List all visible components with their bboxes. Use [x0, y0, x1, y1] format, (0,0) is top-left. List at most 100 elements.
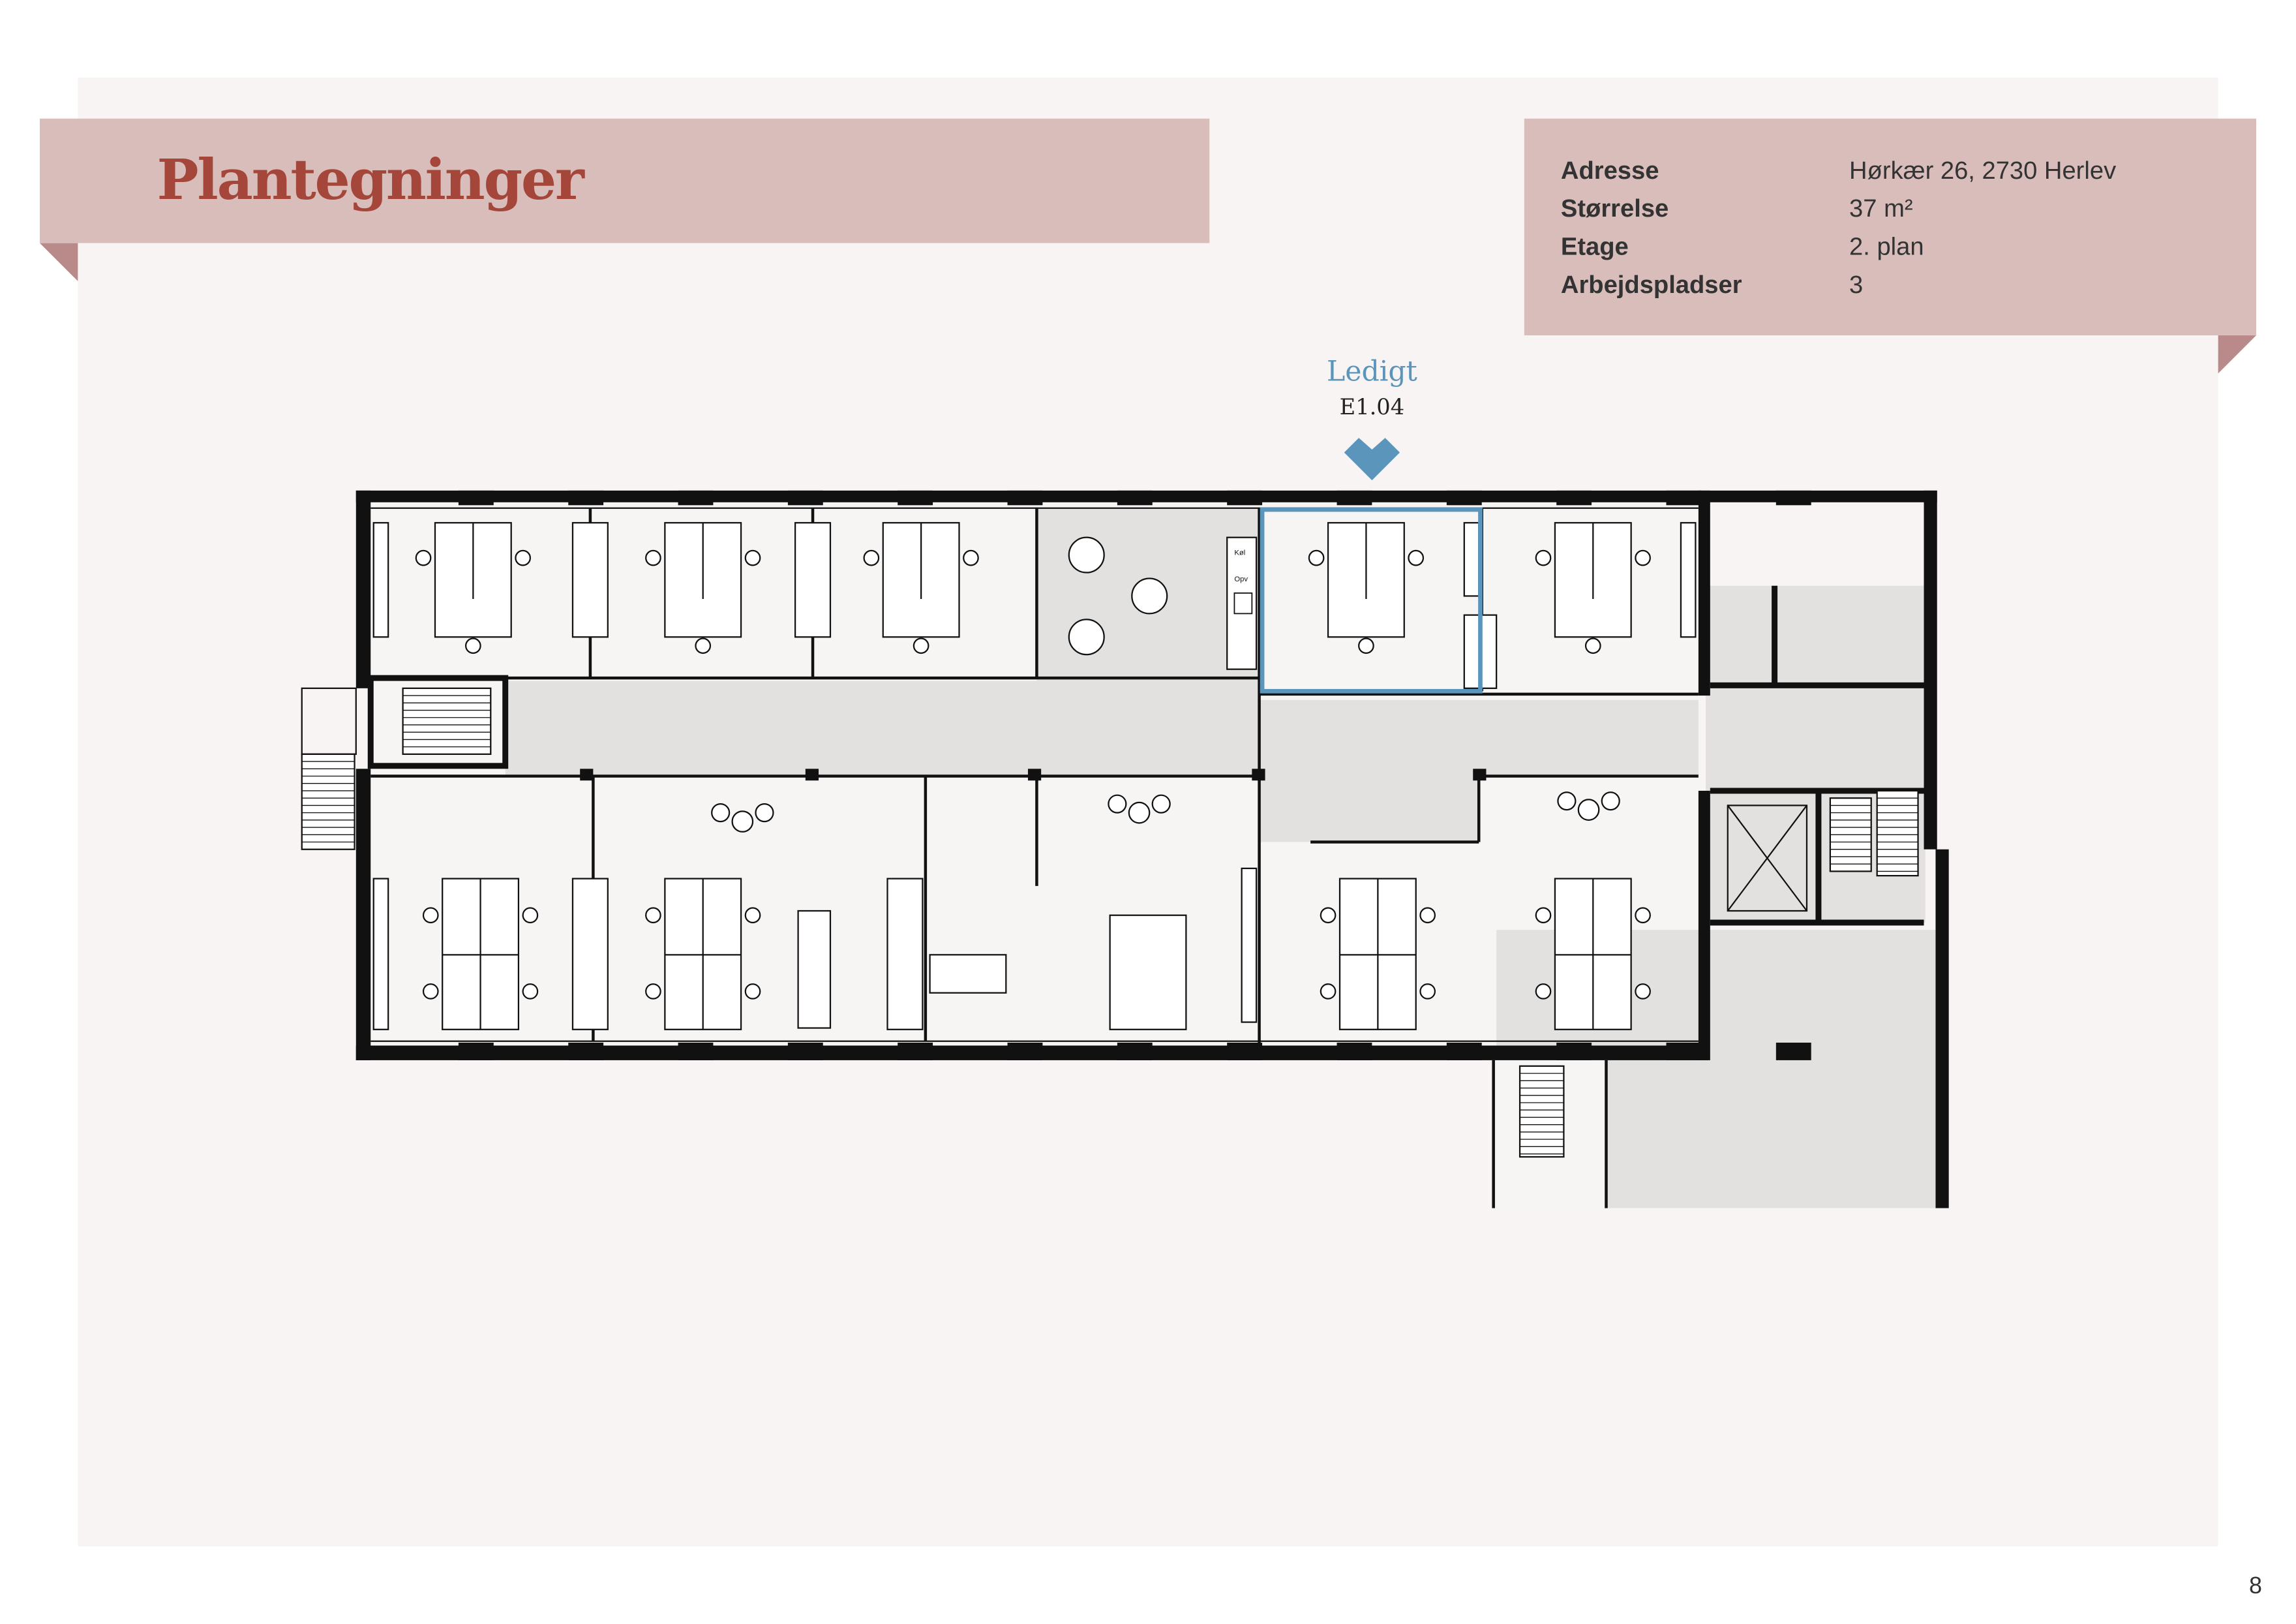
column [1252, 769, 1265, 781]
shelf [571, 522, 609, 638]
reception-desk [929, 954, 1007, 994]
corridor [1259, 776, 1479, 842]
chair [695, 637, 712, 654]
chair [744, 983, 761, 1000]
pillar [787, 490, 823, 506]
info-label-address: Adresse [1561, 157, 1659, 185]
chair [1320, 983, 1337, 1000]
pillar [568, 1042, 604, 1060]
chair [645, 983, 661, 1000]
chair [422, 983, 439, 1000]
status-label: Ledigt [1327, 356, 1417, 388]
info-label-floor: Etage [1561, 233, 1629, 261]
corridor [505, 681, 1260, 776]
column [580, 769, 594, 781]
elevator [1727, 804, 1808, 912]
page-title: Plantegninger [157, 147, 585, 213]
round-table [1131, 577, 1168, 615]
chair [1635, 907, 1651, 924]
pillar [1007, 1042, 1043, 1060]
stair-wall [367, 675, 509, 769]
pillar [898, 490, 933, 506]
chair [1635, 549, 1651, 566]
fridge-label: Køl [1234, 549, 1245, 557]
pillar [1666, 1042, 1702, 1060]
chair [1535, 549, 1552, 566]
lounge-table [731, 810, 754, 833]
shelf [372, 522, 389, 638]
sink-icon [1233, 592, 1253, 615]
shelf [571, 878, 609, 1030]
chair [522, 983, 539, 1000]
title-banner: Plantegninger [40, 118, 1210, 281]
lounge-chair [1108, 794, 1127, 814]
pillar [1666, 490, 1702, 506]
chair [1635, 983, 1651, 1000]
chair [863, 549, 880, 566]
lounge-chair [711, 803, 731, 823]
pillar [1227, 490, 1263, 506]
pillar [568, 490, 604, 506]
highlighted-unit-e104[interactable] [1260, 507, 1483, 694]
pillar [1556, 490, 1592, 506]
chair [1584, 637, 1601, 654]
shelf [1241, 867, 1258, 1023]
info-box: Adresse Hørkær 26, 2730 Herlev Størrelse… [1524, 118, 2256, 374]
lounge-table [1128, 801, 1151, 824]
corridor [1259, 699, 1699, 776]
info-value-workspaces: 3 [1849, 271, 1863, 299]
pillar [1117, 490, 1153, 506]
chair [415, 549, 432, 566]
info-label-workspaces: Arbejdspladser [1561, 271, 1742, 299]
chair [744, 549, 761, 566]
lounge-chair [1601, 791, 1620, 811]
page-number: 8 [2249, 1572, 2262, 1599]
chair [963, 549, 979, 566]
pillar [1446, 1042, 1482, 1060]
lounge-chair [1151, 794, 1171, 814]
chair [645, 907, 661, 924]
chair [744, 907, 761, 924]
pillar [1007, 490, 1043, 506]
staircase [301, 675, 1919, 1158]
heart-pin-icon [1344, 438, 1400, 481]
column [1473, 769, 1487, 781]
info-value-size: 37 m² [1849, 194, 1913, 222]
chair [645, 549, 661, 566]
pillar [1556, 1042, 1592, 1060]
chair [1320, 907, 1337, 924]
stair-flight [301, 753, 355, 850]
shelf [372, 878, 389, 1030]
pillar [458, 490, 494, 506]
kitchen-counter: Køl Opv [1226, 536, 1258, 670]
shelf [797, 910, 832, 1029]
chair [1308, 549, 1325, 566]
chair [1535, 907, 1552, 924]
unit-label: E1.04 [1340, 394, 1405, 420]
pillar [1337, 490, 1372, 506]
dishwasher-label: Opv [1234, 575, 1248, 583]
desk [1109, 914, 1187, 1030]
shelf [1680, 522, 1697, 638]
shelf [1463, 522, 1480, 597]
chair [515, 549, 532, 566]
chair [465, 637, 481, 654]
lounge-table [1577, 799, 1600, 821]
availability-marker[interactable]: Ledigt E1.04 [1327, 356, 1417, 481]
round-table [1068, 536, 1105, 574]
info-label-size: Størrelse [1561, 194, 1669, 222]
landing [301, 687, 357, 755]
cabinet [886, 878, 924, 1030]
pillar [1446, 490, 1482, 506]
pillar [458, 1042, 494, 1060]
round-table [1068, 619, 1105, 656]
pillar [1337, 1042, 1372, 1060]
pillar [1775, 1042, 1811, 1060]
chair [522, 907, 539, 924]
floor-plan: Køl Opv [301, 490, 1949, 1208]
pillar [678, 1042, 714, 1060]
column [1027, 769, 1042, 781]
info-value-address: Hørkær 26, 2730 Herlev [1849, 157, 2116, 185]
info-value-floor: 2. plan [1849, 233, 1924, 261]
